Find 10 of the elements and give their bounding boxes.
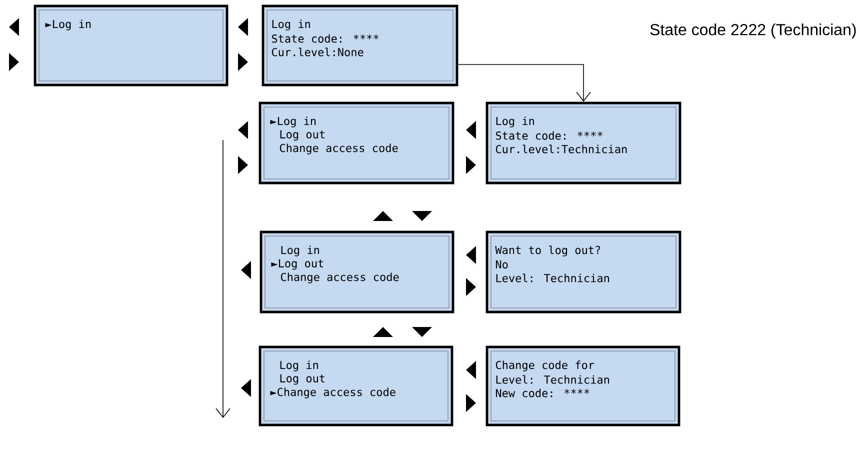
lcd-screen: Log in ►Log out Change access code [260,230,454,314]
lcd-screen: Log in State code: **** Cur.level:None [262,4,458,86]
lcd-screen: Change code for Level: Technician New code: **** [486,346,680,426]
note-label: State code 2222 (Technician) [650,24,856,38]
lcd-screen: Log in Log out ►Change access code [258,346,454,426]
lcd-screen: Want to log out? No Level: Technician [486,230,682,314]
lcd-screen: Log in State code: **** Cur.level:Technician [486,102,682,184]
lcd-screen: ►Log in Log out Change access code [258,102,454,184]
lcd-screen: ►Log in [34,4,228,86]
arrow [458,64,591,102]
